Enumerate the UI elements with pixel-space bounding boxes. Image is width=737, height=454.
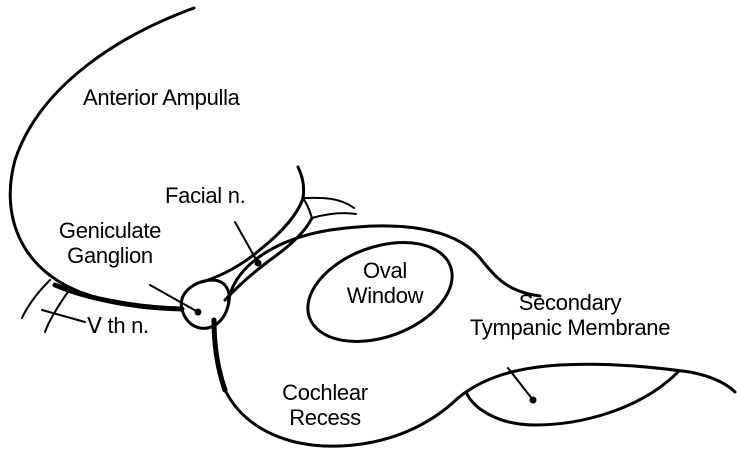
facial-nerve-branch-a — [302, 196, 355, 209]
cochlear-recess-outline — [226, 224, 542, 308]
fifth-nerve-leader — [41, 309, 86, 323]
fifth-nerve-line-lower — [44, 288, 71, 333]
secondary-tympanic-membrane-label: Secondary Tympanic Membrane — [440, 290, 700, 340]
facial-nerve-line-upper — [200, 165, 306, 284]
facial-nerve-line-lower — [223, 216, 314, 302]
geniculate-ganglion-label-line2: Ganglion — [67, 243, 153, 268]
geniculate-ganglion-leader-dot — [194, 308, 202, 316]
oval-window-label: Oval Window — [335, 258, 435, 308]
cochlear-recess-heavy-wall — [211, 317, 228, 393]
cochlear-recess-label: Cochlear Recess — [270, 380, 380, 430]
oval-window-label-line2: Window — [346, 283, 424, 308]
secondary-tympanic-membrane-outline — [464, 370, 680, 427]
anterior-ampulla-label: Anterior Ampulla — [83, 85, 240, 110]
cochlear-recess-label-line2: Recess — [289, 405, 361, 430]
fifth-nerve-label: Ⅴ th n. — [87, 313, 149, 338]
geniculate-ganglion-label: Geniculate Ganglion — [55, 218, 165, 268]
facial-nerve-branch-b — [311, 212, 357, 219]
cochlear-recess-label-line1: Cochlear — [282, 380, 368, 405]
secondary-tympanic-membrane-leader-dot — [529, 396, 537, 404]
oval-window-outline — [306, 241, 454, 343]
secondary-tympanic-membrane-label-line2: Tympanic Membrane — [469, 315, 671, 340]
ampulla-lower-wall — [52, 282, 185, 312]
secondary-tympanic-membrane-label-line1: Secondary — [518, 290, 622, 315]
geniculate-ganglion-outline — [179, 278, 231, 330]
oval-window-label-line1: Oval — [362, 258, 408, 283]
facial-nerve-branch-c — [302, 197, 313, 219]
facial-nerve-label: Facial n. — [165, 183, 246, 208]
facial-nerve-leader — [234, 221, 259, 264]
cochlear-recess-lower-outline — [223, 362, 737, 448]
fifth-nerve-line-upper — [21, 279, 51, 319]
facial-nerve-leader-dot — [254, 259, 262, 267]
secondary-tympanic-membrane-leader — [507, 367, 534, 401]
geniculate-ganglion-leader — [149, 284, 199, 313]
geniculate-ganglion-label-line1: Geniculate — [58, 218, 162, 243]
